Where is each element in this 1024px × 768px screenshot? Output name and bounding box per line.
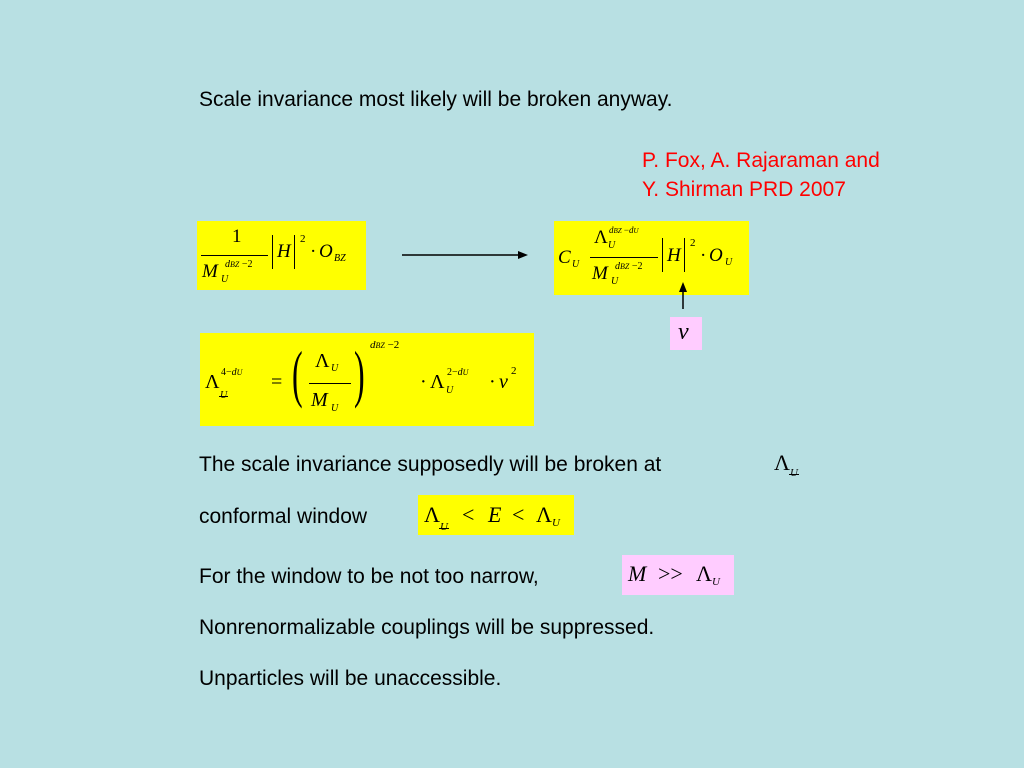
formula-lambda-u-broken: ΛU bbox=[774, 450, 798, 479]
text-line-3: conformal window bbox=[199, 505, 368, 528]
formula-conformal-window: Λ U < E < Λ U bbox=[418, 495, 574, 535]
reference-citation: P. Fox, A. Rajaraman and Y. Shirman PRD … bbox=[642, 146, 880, 204]
text-line-4: For the window to be not too narrow, bbox=[199, 565, 539, 588]
reference-line-2: Y. Shirman PRD 2007 bbox=[642, 178, 846, 201]
formula-scale-relation: Λ U 4−dU = ( Λ U M U ) dBZ −2 · Λ U 2−dU… bbox=[200, 333, 534, 426]
formula-operator-after: C U Λ U dBZ −dU M U dBZ −2 H 2 · O U bbox=[554, 221, 749, 295]
right-arrow-icon bbox=[402, 251, 528, 259]
text-line-1: Scale invariance most likely will be bro… bbox=[199, 88, 673, 111]
up-arrow-icon bbox=[679, 282, 687, 309]
reference-line-1: P. Fox, A. Rajaraman and bbox=[642, 149, 880, 172]
text-line-5: Nonrenormalizable couplings will be supp… bbox=[199, 616, 655, 639]
formula-operator-before: 1 M U dBZ −2 H 2 · O BZ bbox=[197, 221, 366, 290]
text-line-6: Unparticles will be unaccessible. bbox=[199, 667, 502, 690]
formula-mass-hierarchy: M >> Λ U bbox=[622, 555, 734, 595]
text-line-2: The scale invariance supposedly will be … bbox=[199, 453, 662, 476]
formula-vev: v bbox=[670, 317, 702, 350]
